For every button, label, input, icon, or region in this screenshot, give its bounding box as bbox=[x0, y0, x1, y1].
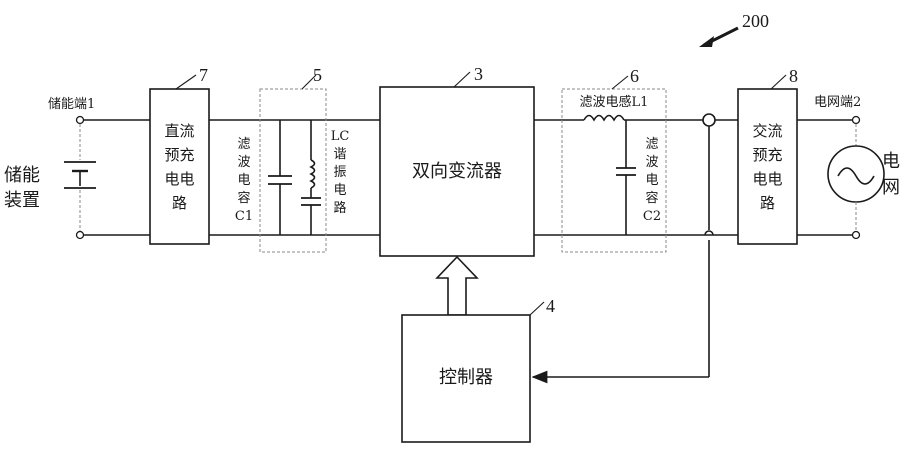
dc-precharge-block: 直流 预充 电电 路 7 bbox=[149, 65, 210, 245]
ac-precharge-label-line4: 路 bbox=[760, 194, 775, 212]
lc-label-line1: LC bbox=[331, 129, 350, 144]
capacitor-c1-icon bbox=[268, 120, 292, 235]
lc-resonant-icon bbox=[301, 120, 321, 235]
battery-icon bbox=[64, 124, 96, 231]
lc-label-line3: 振 bbox=[333, 165, 346, 180]
ac-precharge-label-line2: 预充 bbox=[752, 146, 782, 164]
grid-label-line1: 电 bbox=[882, 151, 900, 172]
inductor-l1-icon bbox=[583, 112, 625, 122]
controller-block: 控制器 4 bbox=[401, 296, 555, 443]
grid-label-line2: 网 bbox=[882, 177, 900, 198]
ac-precharge-label-line3: 电电 bbox=[752, 170, 782, 188]
filter-l1-group-ref: 6 bbox=[630, 66, 639, 86]
c2-label-line5: C2 bbox=[643, 209, 661, 224]
dc-precharge-label-line2: 预充 bbox=[164, 146, 194, 164]
ac-precharge-ref: 8 bbox=[789, 66, 798, 86]
c1-label-line5: C1 bbox=[235, 209, 253, 224]
feedback-path bbox=[531, 113, 716, 384]
c1-label-line3: 电 bbox=[237, 173, 250, 188]
ac-precharge-block: 交流 预充 电电 路 8 bbox=[737, 66, 798, 245]
controller-label: 控制器 bbox=[439, 367, 493, 388]
capacitor-c2-icon bbox=[616, 120, 636, 235]
ac-precharge-label-line1: 交流 bbox=[752, 122, 782, 140]
storage-terminal-group: 储能端1 储能 装置 bbox=[4, 97, 96, 240]
c2-label-line2: 波 bbox=[645, 155, 658, 170]
dc-precharge-label-line3: 电电 bbox=[164, 170, 194, 188]
storage-node-top bbox=[75, 115, 85, 125]
grid-node-bottom bbox=[851, 230, 861, 240]
converter-ref: 3 bbox=[474, 64, 483, 84]
grid-terminal-group: 电网端2 电 网 bbox=[814, 95, 900, 240]
filter-c1-group: 5 滤 波 电 容 C1 LC 谐 振 电 路 bbox=[235, 65, 350, 253]
dc-precharge-ref: 7 bbox=[199, 65, 208, 85]
c1-label-line4: 容 bbox=[237, 190, 250, 206]
controller-ref: 4 bbox=[546, 296, 555, 316]
c2-label-line1: 滤 bbox=[645, 137, 658, 152]
dc-precharge-label-line4: 路 bbox=[172, 194, 187, 212]
control-signal-arrow-icon bbox=[435, 255, 479, 316]
grid-node-top bbox=[851, 115, 861, 125]
ac-source-icon bbox=[827, 124, 885, 231]
storage-terminal-label: 储能端1 bbox=[48, 97, 95, 112]
converter-block: 双向变流器 3 bbox=[379, 64, 535, 257]
lc-label-line4: 电 bbox=[333, 183, 346, 198]
filter-l1-group: 6 滤波电感L1 滤 波 电 容 C2 bbox=[561, 66, 667, 253]
figure-arrow-icon bbox=[699, 36, 714, 47]
lc-label-line5: 路 bbox=[333, 200, 346, 216]
c1-label-line1: 滤 bbox=[237, 137, 250, 152]
current-sensor-icon bbox=[702, 113, 716, 127]
grid-terminal-label: 电网端2 bbox=[814, 95, 861, 110]
filter-c1-group-ref: 5 bbox=[313, 65, 322, 85]
converter-label: 双向变流器 bbox=[412, 161, 502, 182]
figure-number: 200 bbox=[742, 11, 769, 31]
storage-node-bottom bbox=[75, 230, 85, 240]
lc-label-line2: 谐 bbox=[333, 147, 346, 162]
c2-label-line4: 容 bbox=[645, 190, 658, 206]
dc-precharge-label-line1: 直流 bbox=[164, 122, 194, 140]
c2-label-line3: 电 bbox=[645, 173, 658, 188]
storage-device-label-line2: 装置 bbox=[4, 190, 40, 211]
figure-reference: 200 bbox=[699, 11, 769, 47]
inductor-l1-label: 滤波电感L1 bbox=[580, 94, 649, 110]
c1-label-line2: 波 bbox=[237, 155, 250, 170]
storage-device-label-line1: 储能 bbox=[4, 165, 40, 186]
